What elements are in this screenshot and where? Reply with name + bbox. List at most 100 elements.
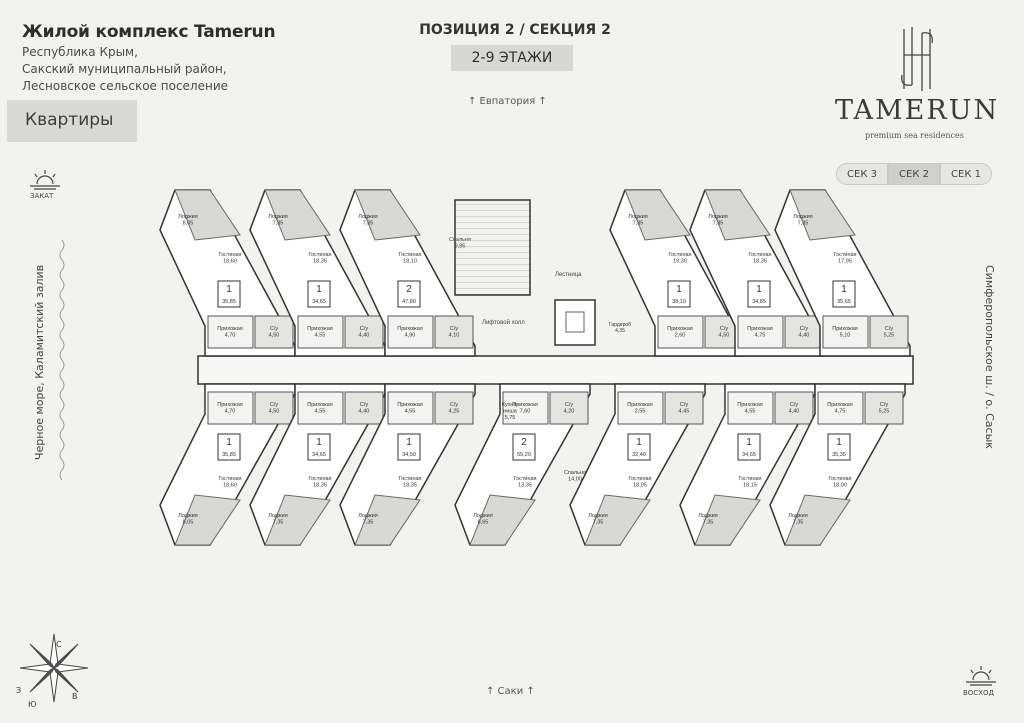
loggia bbox=[264, 494, 331, 546]
hallway bbox=[207, 315, 254, 349]
loggia bbox=[789, 189, 856, 241]
section-2-button[interactable]: СЕК 2 bbox=[888, 163, 940, 185]
room-count: 1 bbox=[746, 437, 752, 448]
section-3-button[interactable]: СЕК 3 bbox=[836, 163, 888, 185]
position-section-title: ПОЗИЦИЯ 2 / СЕКЦИЯ 2 bbox=[419, 22, 611, 38]
hallway bbox=[387, 315, 434, 349]
unit-area: 55,20 bbox=[517, 452, 531, 458]
unit-area: 32,40 bbox=[632, 452, 646, 458]
hallway bbox=[657, 315, 704, 349]
elevator-shaft bbox=[554, 299, 596, 346]
bathroom bbox=[434, 315, 474, 349]
loggia bbox=[354, 494, 421, 546]
loggia bbox=[694, 494, 761, 546]
room-count: 1 bbox=[836, 437, 842, 448]
room-count: 1 bbox=[676, 284, 682, 295]
sunrise-icon bbox=[966, 666, 996, 686]
stairs-label: Лестница bbox=[555, 272, 582, 278]
apartments-tab[interactable]: Квартиры bbox=[7, 100, 137, 142]
room-count: 2 bbox=[406, 284, 412, 295]
loggia bbox=[174, 189, 241, 241]
direction-north: ↑ Евпатория ↑ bbox=[468, 96, 547, 107]
address-line-3: Лесновское сельское поселение bbox=[22, 79, 229, 93]
bathroom bbox=[784, 315, 824, 349]
unit-area: 35,35 bbox=[832, 452, 846, 458]
address-line-2: Сакский муниципальный район, bbox=[22, 62, 227, 76]
compass-east: В bbox=[72, 692, 78, 701]
sunset-label: ЗАКАТ bbox=[30, 192, 54, 200]
unit-badge bbox=[747, 280, 771, 308]
hallway bbox=[727, 391, 774, 425]
loggia bbox=[469, 494, 536, 546]
unit-badge bbox=[667, 280, 691, 308]
floors-badge: 2-9 ЭТАЖИ bbox=[451, 45, 573, 71]
elevator-icon bbox=[565, 311, 585, 333]
bathroom bbox=[549, 391, 589, 425]
loggia bbox=[174, 494, 241, 546]
unit-badge bbox=[397, 433, 421, 461]
loggia bbox=[624, 189, 691, 241]
room-count: 2 bbox=[521, 437, 527, 448]
complex-title: Жилой комплекс Tamerun bbox=[22, 22, 276, 42]
hallway bbox=[737, 315, 784, 349]
corridor bbox=[197, 355, 914, 385]
section-1-button[interactable]: СЕК 1 bbox=[940, 163, 992, 185]
unit-badge bbox=[627, 433, 651, 461]
direction-south: ↑ Саки ↑ bbox=[486, 686, 535, 697]
loggia bbox=[354, 189, 421, 241]
room-count: 1 bbox=[841, 284, 847, 295]
logo-wordmark: TAMERUN bbox=[835, 95, 1000, 126]
sunset-icon bbox=[30, 170, 60, 190]
lift-hall-label: Лифтовой холл bbox=[482, 319, 525, 326]
unit-badge bbox=[217, 433, 241, 461]
address-line-1: Республика Крым, bbox=[22, 45, 138, 59]
compass-west: З bbox=[16, 686, 22, 695]
